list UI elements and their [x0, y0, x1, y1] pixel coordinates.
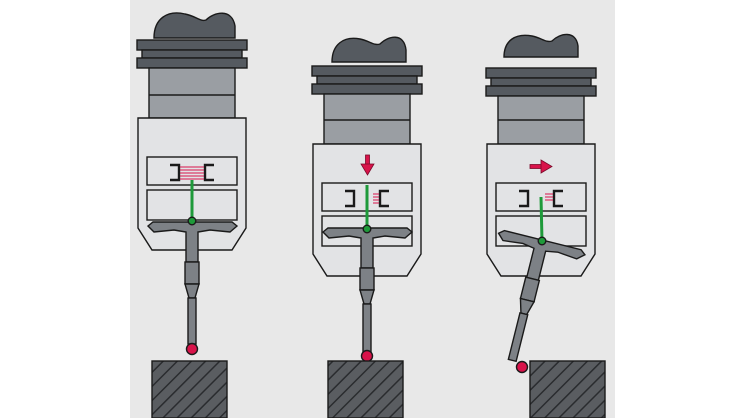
probe-lateral-touch [485, 33, 597, 374]
stylus-carrier [321, 227, 414, 269]
pivot-joint [362, 224, 372, 234]
workpiece-2 [327, 360, 404, 418]
shank-knob [153, 12, 236, 39]
signal-lines [180, 166, 204, 180]
pivot-rod [539, 196, 544, 242]
signal-lines [545, 193, 553, 201]
arrow-right-icon [529, 159, 553, 174]
stylus-ruby-ball [360, 349, 374, 363]
stylus-shaft [507, 311, 529, 363]
probe-neck [148, 67, 236, 119]
stylus-carrier [146, 221, 239, 263]
workpiece-3 [529, 360, 606, 418]
stylus-holder [184, 261, 200, 285]
arrow-down-icon [360, 154, 375, 176]
flange-ring-top [136, 39, 248, 51]
probe-neck [323, 93, 411, 145]
shank-knob [331, 36, 407, 63]
pivot-joint [537, 236, 547, 246]
stylus-carrier [497, 229, 587, 282]
probe-at-rest [136, 12, 248, 356]
stylus-shaft [362, 303, 372, 353]
stylus-ruby-ball [515, 360, 529, 374]
shank-knob [503, 33, 579, 58]
probe-vertical-touch [311, 36, 423, 363]
workpiece-1 [151, 360, 228, 418]
stylus-ruby-ball [185, 342, 199, 356]
signal-lines [373, 193, 379, 204]
pivot-joint [187, 216, 197, 226]
stylus-holder [359, 267, 375, 291]
stylus-shaft [187, 297, 197, 345]
